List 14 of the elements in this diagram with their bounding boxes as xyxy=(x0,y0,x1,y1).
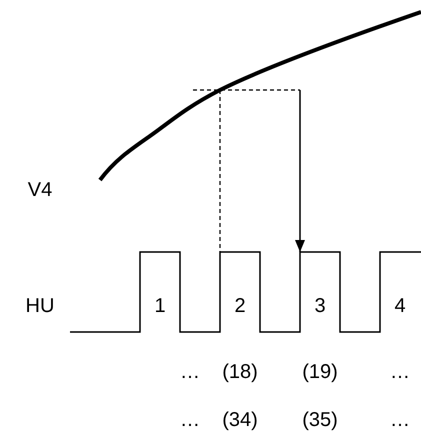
pulse-number: 3 xyxy=(314,296,326,316)
value-label: (19) xyxy=(302,362,338,382)
pulse-number: 1 xyxy=(154,296,166,316)
value-label: (34) xyxy=(222,410,258,430)
ellipsis: … xyxy=(180,410,200,430)
value-label: (18) xyxy=(222,362,258,382)
ellipsis: … xyxy=(390,362,410,382)
value-label: (35) xyxy=(302,410,338,430)
pulse-number: 2 xyxy=(234,296,246,316)
pulse-number: 4 xyxy=(394,296,406,316)
signal-label: HU xyxy=(26,296,54,316)
signal-label: V4 xyxy=(28,180,52,200)
ellipsis: … xyxy=(390,410,410,430)
ellipsis: … xyxy=(180,362,200,382)
